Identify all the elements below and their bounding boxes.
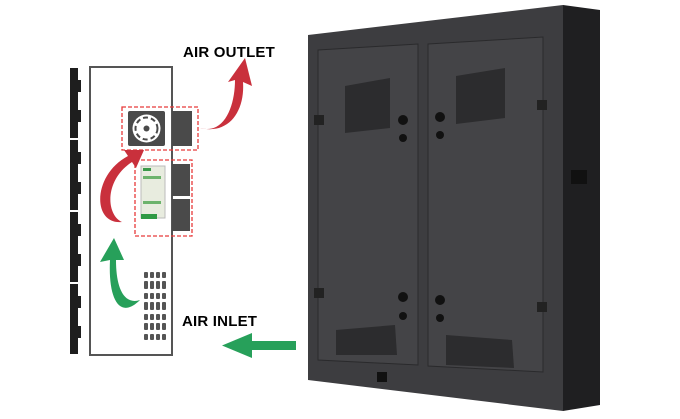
- psu-housing-bottom: [172, 199, 190, 231]
- air-inlet-arrow: [222, 333, 296, 358]
- air-outlet-label: AIR OUTLET: [183, 44, 275, 61]
- power-supply-icon: [140, 165, 166, 219]
- air-inlet-internal-arrow: [100, 238, 140, 308]
- led-display-cabinet: [308, 5, 600, 411]
- psu-housing-top: [172, 164, 190, 196]
- fan-icon: [128, 111, 165, 146]
- internal-airflow-arrow: [100, 150, 144, 223]
- power-supply-highlight-box: [134, 159, 193, 237]
- led-modules: [70, 68, 81, 354]
- air-inlet-label: AIR INLET: [182, 313, 258, 330]
- fan-housing: [172, 111, 192, 146]
- fan-highlight-box: [121, 106, 199, 151]
- air-outlet-arrow: [200, 58, 252, 130]
- vent-grille-icon: [144, 272, 166, 340]
